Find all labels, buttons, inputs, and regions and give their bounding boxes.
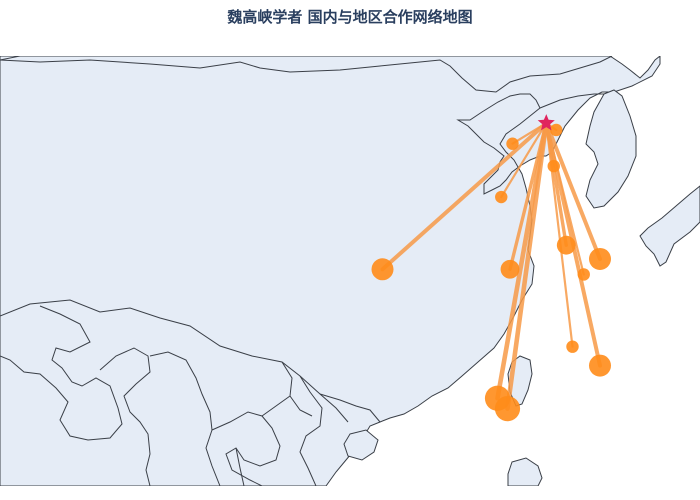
collab-node-8[interactable] [589,247,611,270]
collab-link-8 [544,121,602,261]
collab-link-3 [500,121,548,199]
border-china-korea [539,93,604,109]
land-luzon [507,457,543,486]
collab-node-4[interactable] [371,258,394,281]
collab-node-1[interactable] [506,137,519,150]
china-map[interactable] [0,56,700,486]
border-kazakh [0,56,21,61]
collab-node-6[interactable] [556,235,576,255]
border-myanmar [149,351,221,486]
collab-node-9[interactable] [566,340,579,353]
origin-star-marker[interactable] [537,114,555,131]
collab-node-7[interactable] [577,268,590,281]
border-india-bangladesh [99,347,151,486]
border-china-vietnam [319,393,381,423]
collab-node-5[interactable] [500,259,520,279]
map-base-layer [0,56,700,486]
collab-node-12[interactable] [494,396,521,422]
border-east-thai [235,395,313,486]
origin-layer [537,114,555,131]
border-indochina [211,411,281,486]
collab-node-10[interactable] [589,354,611,377]
collab-link-12 [505,120,549,411]
map-title: 魏高峡学者 国内与地区合作网络地图 [227,8,473,26]
collab-node-3[interactable] [495,190,508,204]
border-mongolia [0,56,613,93]
border-south-asia [0,299,349,423]
collab-link-9 [545,121,574,348]
land-hainan [343,429,379,461]
collab-node-2[interactable] [547,159,560,173]
collab-node-0[interactable] [550,123,563,137]
collab-link-4 [380,121,549,272]
collaboration-nodes [371,123,611,422]
land-mainland [0,56,661,486]
land-japan [639,185,700,267]
land-korea [585,89,637,209]
border-india-nepal [0,305,123,441]
